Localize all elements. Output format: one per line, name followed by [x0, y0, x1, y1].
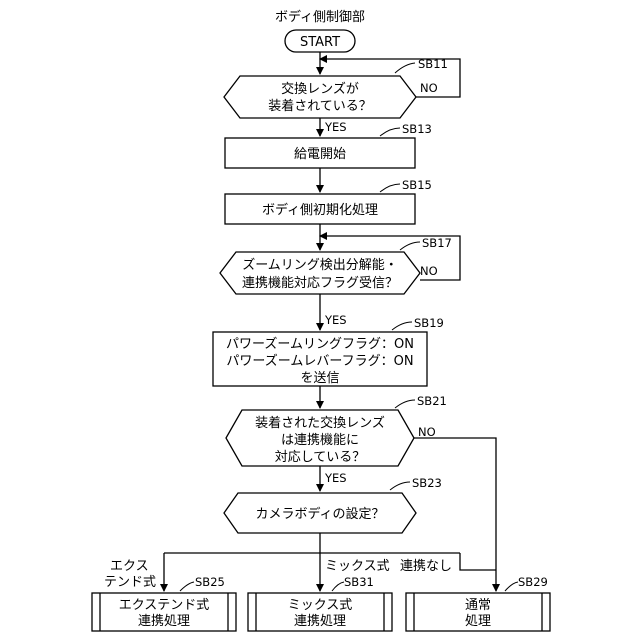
- sb31-line-1: ミックス式: [288, 598, 353, 613]
- sb31-leader: [332, 582, 344, 591]
- sb17-line-2: 連携機能対応フラグ受信？: [242, 275, 398, 291]
- sb31-line-2: 連携処理: [294, 613, 346, 629]
- sb15-leader: [380, 184, 400, 192]
- sb31-id: SB31: [344, 575, 374, 589]
- sb21-leader: [395, 400, 415, 408]
- branch-mix: ミックス式: [325, 559, 390, 574]
- sb13-leader: [380, 128, 400, 136]
- branch-extend-line-1: エクス: [110, 559, 149, 574]
- sb11-no: NO: [420, 81, 438, 95]
- sb15-text: ボディ側初期化処理: [262, 202, 378, 218]
- branch-none: 連携なし: [400, 558, 452, 574]
- sb13-id: SB13: [402, 122, 432, 136]
- sb23-id: SB23: [412, 476, 442, 490]
- sb29-line-1: 通常: [465, 598, 491, 613]
- sb11-yes: YES: [324, 120, 347, 134]
- sb17-yes: YES: [324, 313, 347, 327]
- sb19-line-2: パワーズームレバーフラグ：ON: [226, 353, 413, 369]
- branch-extend-line-2: テンド式: [104, 575, 156, 590]
- sb17-leader: [400, 242, 420, 250]
- sb21-no: NO: [418, 425, 436, 439]
- sb23-text: カメラボディの設定？: [255, 506, 384, 522]
- sb11-line-1: 交換レンズが: [281, 81, 359, 97]
- sb17-line-1: ズームリング検出分解能・: [242, 257, 398, 273]
- sb15-id: SB15: [402, 178, 432, 192]
- diagram-title: ボディ側制御部: [275, 9, 365, 25]
- sb21-line-2: は連携機能に: [281, 432, 359, 448]
- sb21-line-3: 対応している？: [275, 450, 366, 465]
- sb21-id: SB21: [417, 394, 447, 408]
- sb11-line-2: 装着されている？: [268, 98, 372, 114]
- sb25-leader: [180, 582, 194, 591]
- sb17-id: SB17: [422, 236, 452, 250]
- sb17-no: NO: [420, 264, 438, 278]
- sb29-line-2: 処理: [465, 614, 491, 629]
- sb19-line-1: パワーズームリングフラグ：ON: [226, 336, 414, 352]
- sb19-leader: [392, 322, 412, 330]
- start-label: START: [300, 35, 340, 50]
- sb25-line-1: エクステンド式: [119, 598, 210, 613]
- sb13-text: 給電開始: [294, 147, 346, 162]
- sb25-id: SB25: [195, 575, 225, 589]
- sb21-yes: YES: [324, 471, 347, 485]
- sb19-line-3: を送信: [300, 371, 339, 386]
- sb11-leader: [395, 63, 415, 73]
- arrow-branch-sb29: [460, 553, 496, 570]
- sb25-line-2: 連携処理: [138, 613, 190, 629]
- sb29-id: SB29: [518, 575, 548, 589]
- sb29-leader: [505, 582, 518, 591]
- sb21-line-1: 装着された交換レンズ: [255, 415, 385, 431]
- sb23-leader: [390, 482, 410, 490]
- sb19-id: SB19: [414, 316, 444, 330]
